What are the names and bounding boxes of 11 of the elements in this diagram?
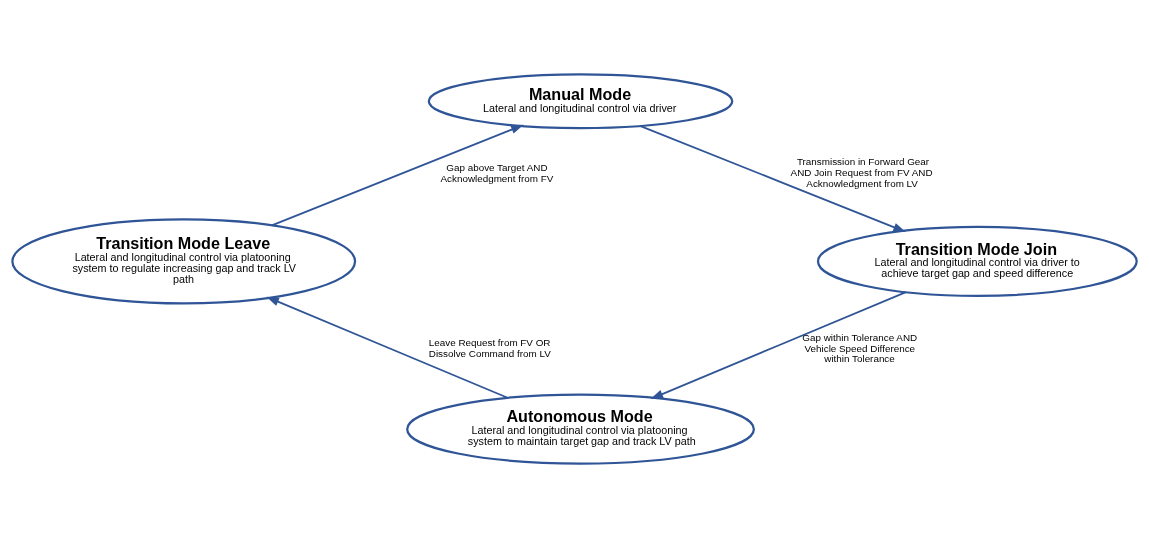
edge-label: Transmission in Forward Gear AND Join Request from FV AND Acknowledgment from LV: [790, 155, 933, 189]
node-ellipse: Manual Mode Lateral and longitudinal control via driver: [427, 72, 734, 129]
edge-label: Gap within Tolerance AND Vehicle Speed Difference within Tolerance: [802, 331, 918, 364]
arrow: [271, 124, 524, 226]
node-ellipse: Transition Mode Join Lateral and longitudinal control via driver to achieve target gap and speed difference: [816, 225, 1138, 297]
edge-label: Gap above Target AND Acknowledgment from FV: [440, 161, 554, 184]
edge-label: Leave Request from FV OR Dissolve Command from LV: [428, 336, 551, 359]
arrow: [266, 296, 510, 399]
node-ellipse: Autonomous Mode Lateral and longitudinal control via platooning system to maintain target gap and track LV path: [406, 393, 755, 465]
arrow: [650, 290, 907, 399]
arrow: [639, 124, 906, 232]
